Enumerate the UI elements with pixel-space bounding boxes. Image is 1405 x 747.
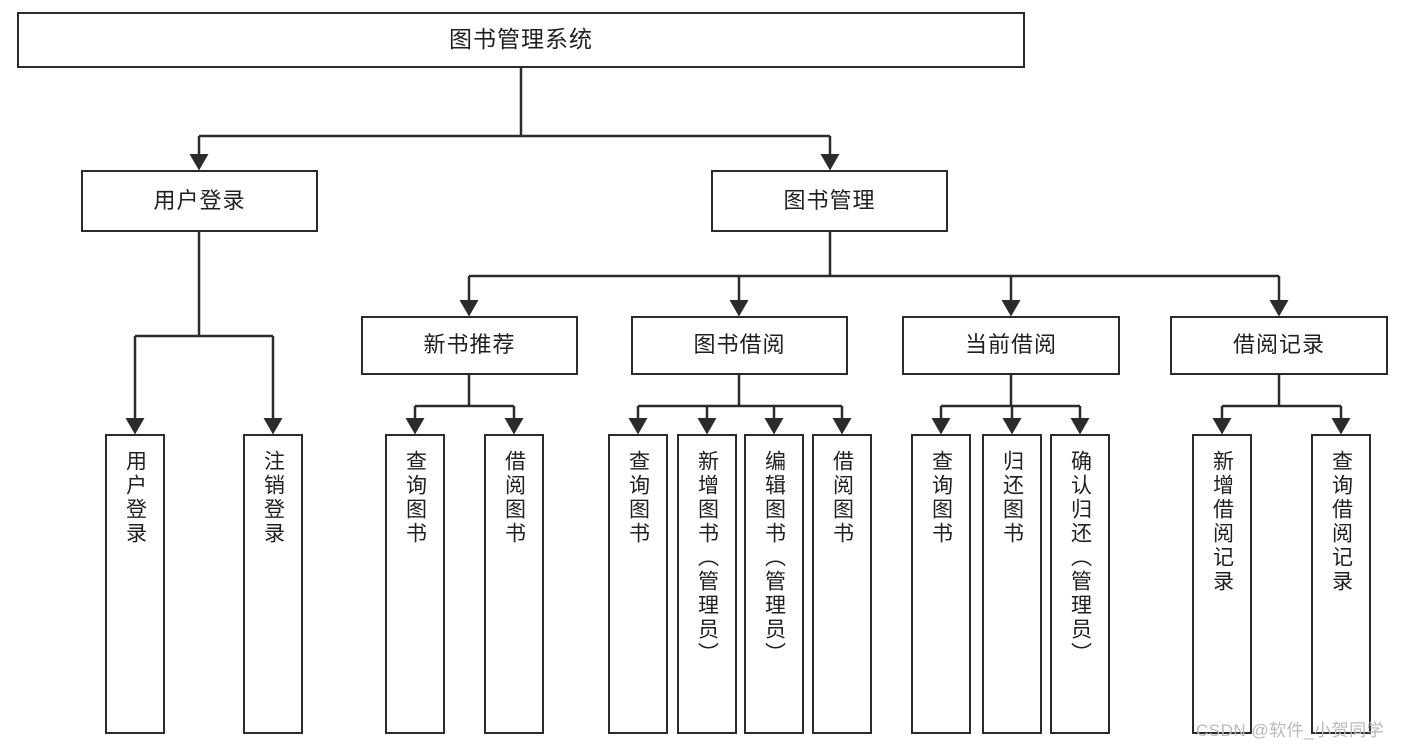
node-leaf-logout-label: 注销登录 <box>261 450 285 546</box>
node-leaf-query-book-2-label: 查询图书 <box>626 450 650 546</box>
node-borrow-record-label: 借阅记录 <box>1232 332 1325 358</box>
node-leaf-query-record[interactable]: 查询借阅记录 <box>1311 434 1371 734</box>
node-leaf-borrow-book-1[interactable]: 借阅图书 <box>484 434 544 734</box>
node-new-book-rec-label: 新书推荐 <box>423 332 516 358</box>
node-user-login[interactable]: 用户登录 <box>81 170 318 232</box>
node-book-borrow[interactable]: 图书借阅 <box>631 316 848 375</box>
node-leaf-borrow-book-2[interactable]: 借阅图书 <box>812 434 872 734</box>
node-current-borrow[interactable]: 当前借阅 <box>902 316 1120 375</box>
node-leaf-query-book-3[interactable]: 查询图书 <box>911 434 971 734</box>
node-leaf-query-book-3-label: 查询图书 <box>929 450 953 546</box>
node-leaf-user-login-label: 用户登录 <box>123 450 147 546</box>
node-user-login-label: 用户登录 <box>153 187 246 213</box>
node-leaf-edit-book[interactable]: 编辑图书（管理员） <box>744 434 804 734</box>
node-leaf-add-book[interactable]: 新增图书（管理员） <box>677 434 737 734</box>
node-book-manage-label: 图书管理 <box>783 187 876 213</box>
node-current-borrow-label: 当前借阅 <box>964 332 1057 358</box>
node-root-label: 图书管理系统 <box>449 26 593 53</box>
node-leaf-query-book-1[interactable]: 查询图书 <box>385 434 445 734</box>
node-leaf-edit-book-label: 编辑图书（管理员） <box>762 450 786 666</box>
node-leaf-confirm-return-label: 确认归还（管理员） <box>1068 450 1092 666</box>
node-leaf-query-book-1-label: 查询图书 <box>403 450 427 546</box>
node-borrow-record[interactable]: 借阅记录 <box>1170 316 1388 375</box>
node-leaf-add-record[interactable]: 新增借阅记录 <box>1192 434 1252 734</box>
node-leaf-return-book[interactable]: 归还图书 <box>982 434 1042 734</box>
node-new-book-rec[interactable]: 新书推荐 <box>361 316 578 375</box>
node-leaf-logout[interactable]: 注销登录 <box>243 434 303 734</box>
node-leaf-borrow-book-2-label: 借阅图书 <box>830 450 854 546</box>
node-leaf-query-book-2[interactable]: 查询图书 <box>608 434 668 734</box>
node-leaf-confirm-return[interactable]: 确认归还（管理员） <box>1050 434 1110 734</box>
node-book-borrow-label: 图书借阅 <box>693 332 786 358</box>
node-root[interactable]: 图书管理系统 <box>17 12 1025 68</box>
node-leaf-add-record-label: 新增借阅记录 <box>1210 450 1234 594</box>
node-leaf-user-login[interactable]: 用户登录 <box>105 434 165 734</box>
node-leaf-add-book-label: 新增图书（管理员） <box>695 450 719 666</box>
csdn-watermark: CSDN @软件_小贺同学 <box>1196 721 1385 740</box>
node-leaf-query-record-label: 查询借阅记录 <box>1329 450 1353 594</box>
node-book-manage[interactable]: 图书管理 <box>711 170 948 232</box>
node-leaf-return-book-label: 归还图书 <box>1000 450 1024 546</box>
node-leaf-borrow-book-1-label: 借阅图书 <box>502 450 526 546</box>
